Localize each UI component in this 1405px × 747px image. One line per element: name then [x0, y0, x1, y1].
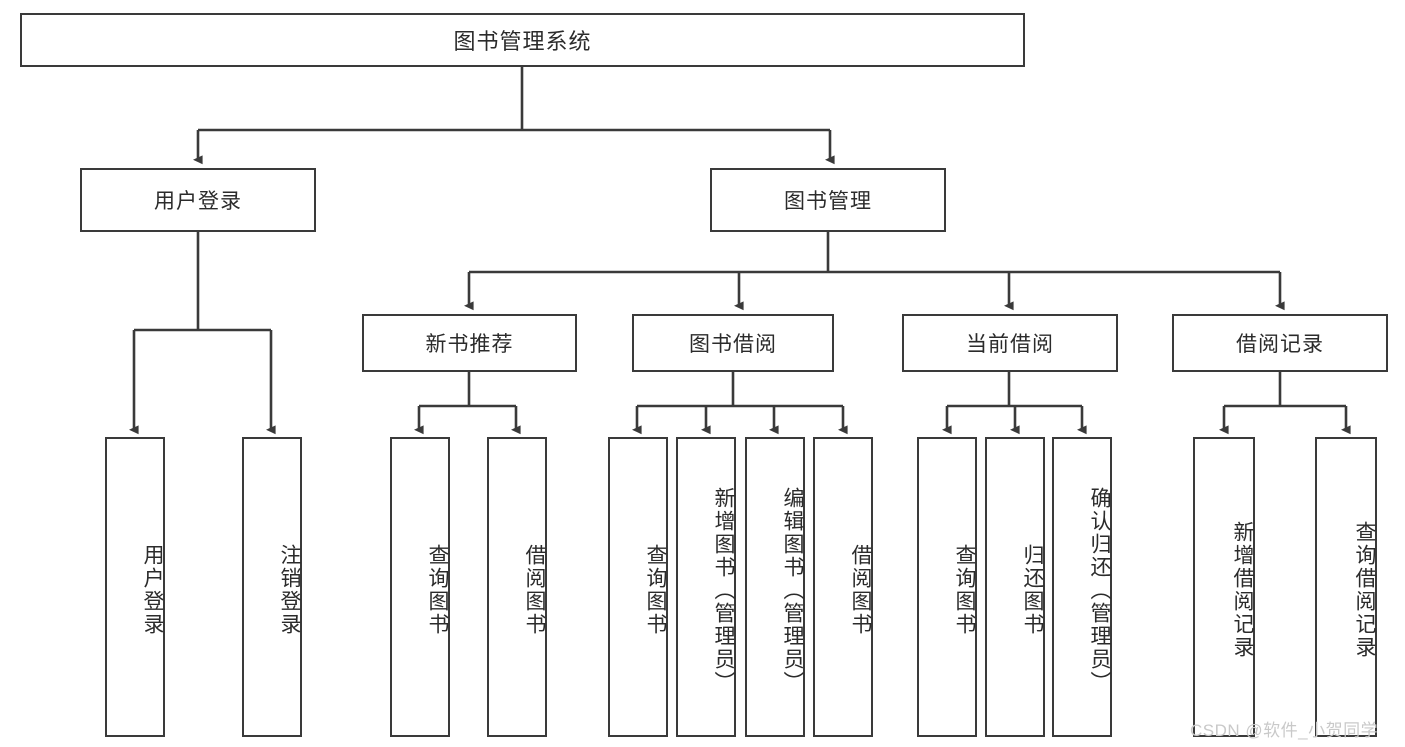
node-label: 查询借阅记录 — [1353, 521, 1376, 659]
node-level2-new-book-recommend[interactable]: 新书推荐 — [362, 314, 577, 372]
leaf-query-book-current[interactable]: 查询图书 — [917, 437, 977, 737]
leaf-query-book-recommend[interactable]: 查询图书 — [390, 437, 450, 737]
leaf-return-book[interactable]: 归还图书 — [985, 437, 1045, 737]
leaf-borrow-book-recommend[interactable]: 借阅图书 — [487, 437, 547, 737]
node-level2-borrow-record[interactable]: 借阅记录 — [1172, 314, 1388, 372]
node-label: 用户登录 — [154, 190, 242, 213]
node-label: 确认归还（管理员） — [1088, 486, 1111, 694]
node-label: 借阅记录 — [1236, 333, 1324, 356]
node-label: 查询图书 — [953, 544, 976, 636]
node-level2-current-borrow[interactable]: 当前借阅 — [902, 314, 1118, 372]
node-label: 新书推荐 — [425, 333, 514, 356]
node-label: 图书管理系统 — [453, 29, 592, 54]
node-level1-user-login[interactable]: 用户登录 — [80, 168, 316, 232]
node-label: 借阅图书 — [849, 544, 872, 636]
node-root[interactable]: 图书管理系统 — [20, 13, 1025, 67]
node-label: 借阅图书 — [523, 544, 546, 636]
node-level2-book-borrow[interactable]: 图书借阅 — [632, 314, 834, 372]
leaf-query-book-borrow[interactable]: 查询图书 — [608, 437, 668, 737]
node-label: 图书管理 — [784, 190, 872, 213]
node-label: 图书借阅 — [689, 333, 777, 356]
node-label: 当前借阅 — [966, 333, 1054, 356]
node-label: 查询图书 — [644, 544, 667, 636]
leaf-edit-book-admin[interactable]: 编辑图书（管理员） — [745, 437, 805, 737]
leaf-add-book-admin[interactable]: 新增图书（管理员） — [676, 437, 736, 737]
leaf-user-login[interactable]: 用户登录 — [105, 437, 165, 737]
leaf-confirm-return-admin[interactable]: 确认归还（管理员） — [1052, 437, 1112, 737]
leaf-add-borrow-record[interactable]: 新增借阅记录 — [1193, 437, 1255, 737]
node-label: 查询图书 — [426, 544, 449, 636]
node-label: 编辑图书（管理员） — [781, 486, 804, 694]
leaf-logout[interactable]: 注销登录 — [242, 437, 302, 737]
node-label: 新增借阅记录 — [1231, 521, 1254, 659]
node-label: 用户登录 — [141, 544, 164, 636]
leaf-query-borrow-record[interactable]: 查询借阅记录 — [1315, 437, 1377, 737]
leaf-borrow-book[interactable]: 借阅图书 — [813, 437, 873, 737]
csdn-watermark: CSDN @软件_小贺同学 — [1190, 721, 1379, 740]
node-label: 归还图书 — [1021, 544, 1044, 636]
node-level1-book-management[interactable]: 图书管理 — [710, 168, 946, 232]
node-label: 注销登录 — [278, 544, 301, 636]
node-label: 新增图书（管理员） — [712, 486, 735, 694]
